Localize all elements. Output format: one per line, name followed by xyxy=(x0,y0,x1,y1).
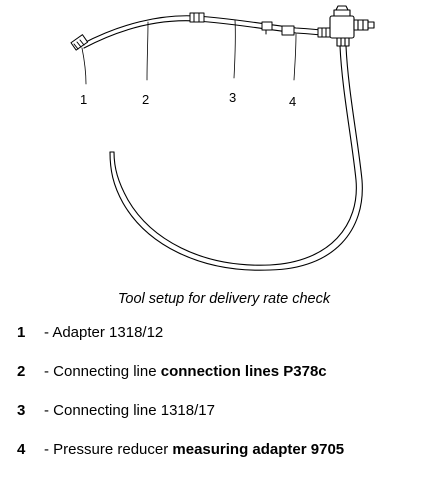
callout-leader-3 xyxy=(233,19,236,79)
legend-description: - Pressure reducer measuring adapter 970… xyxy=(44,436,344,463)
parts-legend: 1 - Adapter 1318/12 2 - Connecting line … xyxy=(0,319,448,475)
callout-leader-2 xyxy=(146,21,149,81)
legend-text: - Connecting line xyxy=(44,363,161,380)
legend-bold-text: connection lines P378c xyxy=(160,363,327,380)
legend-description: - Connecting line 1318/17 xyxy=(44,397,215,424)
reducer-fittings xyxy=(281,25,331,38)
callout-leader-1 xyxy=(81,47,87,85)
long-hose xyxy=(113,45,357,266)
tool-setup-illustration: 1 2 3 4 xyxy=(70,5,375,271)
figure-caption: Tool setup for delivery rate check xyxy=(117,291,331,307)
legend-number: 4 xyxy=(17,441,26,458)
adapter-fitting xyxy=(70,34,89,51)
legend-number: 1 xyxy=(17,324,26,341)
callout-leader-4 xyxy=(293,33,297,81)
legend-number: 3 xyxy=(17,402,26,419)
legend-description: - Connecting line connection lines P378c xyxy=(44,358,327,385)
legend-item-1: 1 - Adapter 1318/12 xyxy=(0,319,448,346)
callout-2: 2 xyxy=(142,92,149,107)
callout-4: 4 xyxy=(289,94,296,109)
legend-number: 2 xyxy=(17,363,26,380)
legend-item-2: 2 - Connecting line connection lines P37… xyxy=(0,358,448,385)
legend-text: - Adapter 1318/12 xyxy=(44,324,164,341)
legend-text: - Connecting line 1318/17 xyxy=(44,402,215,419)
pressure-reducer-body xyxy=(329,5,375,47)
legend-text: - Pressure reducer xyxy=(44,441,173,458)
legend-description: - Adapter 1318/12 xyxy=(44,319,163,346)
hose-diagram: 1 2 3 4 xyxy=(70,5,375,271)
upper-coupling xyxy=(189,12,205,23)
upper-hose xyxy=(81,15,331,45)
legend-item-3: 3 - Connecting line 1318/17 xyxy=(0,397,448,424)
callout-3: 3 xyxy=(229,90,236,105)
legend-bold-text: measuring adapter 9705 xyxy=(172,441,345,458)
legend-item-4: 4 - Pressure reducer measuring adapter 9… xyxy=(0,436,448,463)
callout-1: 1 xyxy=(80,92,87,107)
